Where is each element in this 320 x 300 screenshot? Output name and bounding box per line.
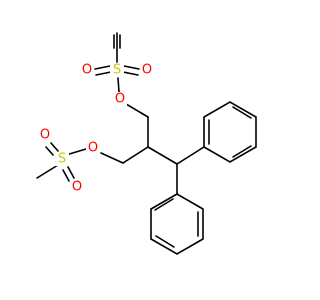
bond-o-link-ch2-upper xyxy=(125,103,149,118)
oxygen-atom-upper-right: O xyxy=(142,63,152,78)
bond-s2-methyl xyxy=(36,164,59,179)
oxygen-atom-lower-top: O xyxy=(40,128,50,143)
bond-ch-benzhydryl xyxy=(147,146,178,165)
phenyl-upper-double-2 xyxy=(232,106,252,119)
oxygen-atom-upper-left: O xyxy=(82,63,92,78)
bond-benzhydryl-ring-upper xyxy=(176,146,205,165)
oxygen-atom-lower-ester: O xyxy=(88,141,98,156)
bond-s2-o-top-2 xyxy=(50,142,59,152)
bond-s1-o-right-2 xyxy=(122,71,139,76)
oxygen-atom-lower-bottom: O xyxy=(72,180,82,195)
phenyl-lower-double-1 xyxy=(154,198,174,211)
bonds xyxy=(36,32,257,255)
bond-s2-o-bottom-1 xyxy=(62,169,70,182)
bond-s2-o-top-1 xyxy=(45,146,54,156)
bond-o-link-s2 xyxy=(65,148,87,156)
sulfur-atom-upper: S xyxy=(113,63,121,78)
bond-s1-o-right-1 xyxy=(123,65,140,70)
phenyl-upper-double-3 xyxy=(232,145,252,158)
bond-ch-ch2-lower xyxy=(122,146,149,164)
bond-s1-o-left-2 xyxy=(95,71,112,76)
bond-ch2-lower-o-link xyxy=(100,152,124,164)
atom-labels: S O O O O S O O xyxy=(38,63,154,195)
phenyl-ring-upper xyxy=(203,101,257,163)
bond-s1-o-left-1 xyxy=(94,65,111,70)
phenyl-ring-lower xyxy=(150,193,204,255)
sulfur-atom-lower: S xyxy=(58,152,66,167)
phenyl-lower-double-2 xyxy=(155,235,175,248)
oxygen-atom-upper-ester: O xyxy=(115,92,125,107)
structural-formula: S O O O O S O O xyxy=(36,32,257,255)
bond-s2-o-bottom-2 xyxy=(67,166,75,179)
bond-s1-o-link xyxy=(117,77,120,93)
